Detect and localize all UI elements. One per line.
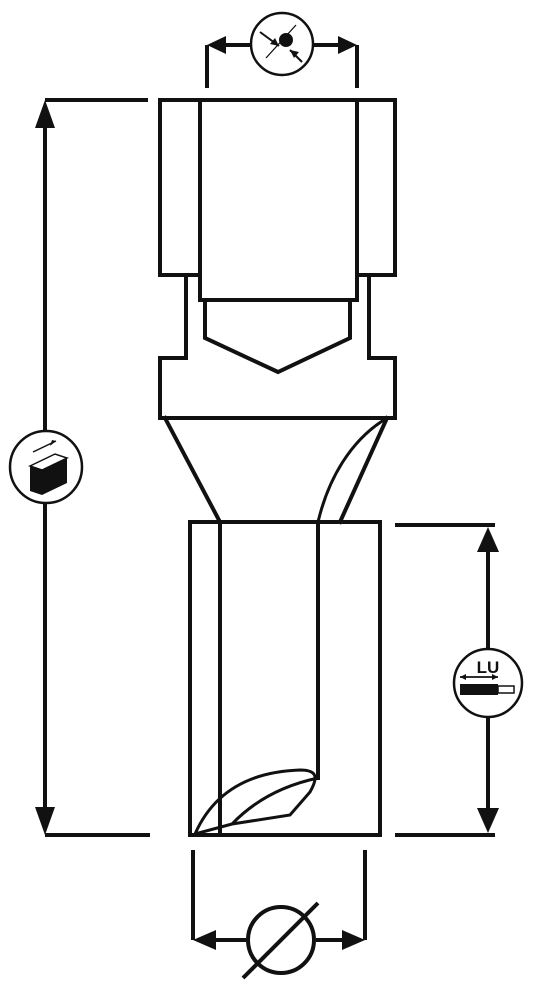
total-length-dimension [8,98,150,837]
diameter-symbol-icon [241,901,320,980]
length-block-icon [8,429,84,505]
shank-diameter-dimension [205,11,359,88]
useful-length-dimension: LU [395,523,524,837]
bit-shank [158,98,397,420]
bit-taper [162,415,390,525]
bit-cutting-body [188,520,382,837]
cutting-diameter-dimension [191,850,367,980]
shank-diameter-icon [249,11,315,77]
useful-length-icon: LU [452,647,524,719]
useful-length-label: LU [477,658,500,677]
